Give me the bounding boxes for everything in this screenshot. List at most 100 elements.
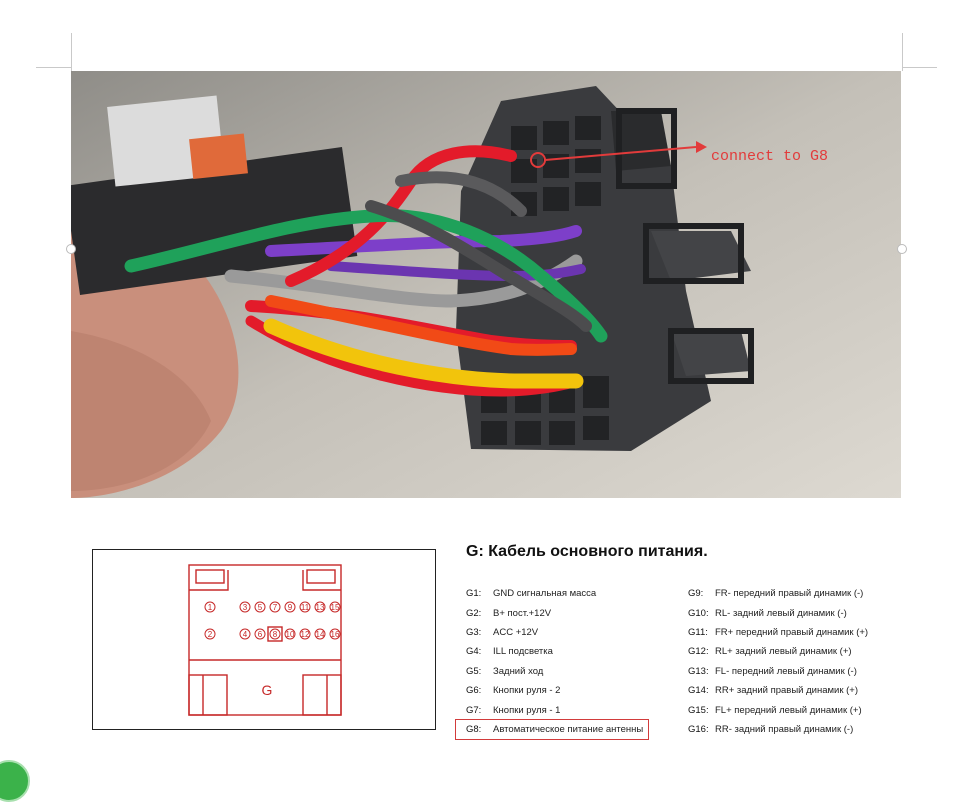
pin-code: G4: [466, 646, 482, 658]
wire-orange [265, 295, 577, 356]
pin-12: 12 [299, 628, 311, 640]
pin-number: 13 [316, 603, 325, 612]
pin-code: G7: [466, 704, 482, 716]
pin-description: RL- задний левый динамик (-) [715, 607, 847, 619]
pin-number: 2 [208, 630, 213, 639]
pin-15: 15 [329, 601, 341, 613]
pin-description: RL+ задний левый динамик (+) [715, 646, 852, 658]
annotation-text: connect to G8 [711, 148, 828, 165]
pin-6: 6 [254, 628, 266, 640]
pin-number: 10 [286, 630, 295, 639]
pin-16: 16 [329, 628, 341, 640]
pin-code: G1: [466, 588, 482, 600]
pin-description: RR- задний правый динамик (-) [715, 723, 854, 735]
pin-description: RR+ задний правый динамик (+) [715, 685, 859, 697]
pin-description: ACC +12V [493, 626, 539, 638]
right-edge-handle [897, 244, 907, 254]
pin-code: G14: [688, 685, 709, 697]
pin-number: 5 [258, 603, 263, 612]
pin-row: G8: Автоматическое питание антенны [455, 718, 649, 741]
pin-number: 16 [331, 630, 340, 639]
crop-mark-left-vertical [71, 33, 72, 71]
pin-row: G3: ACC +12V [466, 623, 648, 642]
pin-description: B+ пост.+12V [493, 607, 552, 619]
pin-row: G9: FR- передний правый динамик (-) [688, 584, 868, 603]
pin-1: 1 [204, 601, 216, 613]
pin-description: ILL подсветка [493, 646, 553, 658]
pin-row: G4: ILL подсветка [466, 642, 648, 661]
pin-code: G11: [688, 626, 708, 638]
pin-code: G16: [688, 723, 709, 735]
wire-yellow [263, 318, 584, 389]
pin-code: G6: [466, 685, 482, 697]
pin-description: Автоматическое питание антенны [493, 723, 644, 735]
pin-description: Задний ход [493, 665, 544, 677]
pin-row: G13: FL- передний левый динамик (-) [688, 662, 868, 681]
pin-code: G2: [466, 607, 482, 619]
page-title: G: Кабель основного питания. [466, 543, 708, 560]
pin-number: 8 [273, 630, 278, 639]
pin-code: G8: [466, 723, 482, 735]
pin-10: 10 [284, 628, 296, 640]
pin-14: 14 [314, 628, 326, 640]
pin-number: 14 [316, 630, 325, 639]
pin-7: 7 [269, 601, 281, 613]
pin-9: 9 [284, 601, 296, 613]
pin-row: G7: Кнопки руля - 1 [466, 700, 648, 719]
crop-mark-right-vertical [902, 33, 903, 71]
pin-number: 9 [288, 603, 293, 612]
pin-row: G6: Кнопки руля - 2 [466, 681, 648, 700]
pin-row: G16: RR- задний правый динамик (-) [688, 720, 868, 739]
wire-gray [224, 254, 583, 308]
pin-code: G5: [466, 665, 482, 677]
pin-row: G10: RL- задний левый динамик (-) [688, 603, 868, 622]
pin-description: FR+ передний правый динамик (+) [715, 626, 869, 638]
pin-number: 6 [258, 630, 263, 639]
harness-photo: connect to G8 [71, 71, 901, 498]
pin-3: 3 [239, 601, 251, 613]
pin-number: 3 [243, 603, 248, 612]
pin-code: G15: [688, 704, 709, 716]
pin-code: G9: [688, 588, 704, 600]
pin-row: G14: RR+ задний правый динамик (+) [688, 681, 868, 700]
pin-list-right: G9: FR- передний правый динамик (-) G10: RL… [688, 584, 868, 739]
pin-number: 4 [243, 630, 248, 639]
pin-row: G15: FL+ передний левый динамик (+) [688, 700, 868, 719]
pin-number: 11 [301, 603, 310, 612]
pin-description: FL- передний левый динамик (-) [715, 665, 857, 677]
pin-description: Кнопки руля - 1 [493, 704, 561, 716]
pin-number: 12 [301, 630, 310, 639]
pin-2: 2 [204, 628, 216, 640]
pin-description: Кнопки руля - 2 [493, 685, 561, 697]
pin-4: 4 [239, 628, 251, 640]
crop-mark-right-horizontal [902, 67, 937, 68]
pin-code: G12: [688, 646, 709, 658]
pin-description: GND сигнальная масса [493, 588, 597, 600]
wire-green [124, 208, 608, 343]
pin-number: 1 [208, 603, 213, 612]
pin-description: FL+ передний левый динамик (+) [715, 704, 862, 716]
left-edge-handle [66, 244, 76, 254]
pin-code: G3: [466, 626, 482, 638]
pin-row: G12: RL+ задний левый динамик (+) [688, 642, 868, 661]
pin-row: G5: Задний ход [466, 662, 648, 681]
app-badge-icon [0, 760, 30, 802]
pin-description: FR- передний правый динамик (-) [715, 588, 864, 600]
connector-label: G [262, 682, 273, 698]
pin-code: G10: [688, 607, 709, 619]
pin-11: 11 [299, 601, 311, 613]
pin-row: G2: B+ пост.+12V [466, 603, 648, 622]
pin-5: 5 [254, 601, 266, 613]
pin-code: G13: [688, 665, 709, 677]
pin-row-2: 2 4 6 8 10 12 14 16 [204, 626, 341, 642]
pin-row: G1: GND сигнальная масса [466, 584, 648, 603]
pin-8: 8 [267, 626, 283, 642]
pin-number: 15 [331, 603, 340, 612]
pin-row: G11: FR+ передний правый динамик (+) [688, 623, 868, 642]
pin-13: 13 [314, 601, 326, 613]
pin-number: 7 [273, 603, 278, 612]
crop-mark-left-horizontal [36, 67, 71, 68]
